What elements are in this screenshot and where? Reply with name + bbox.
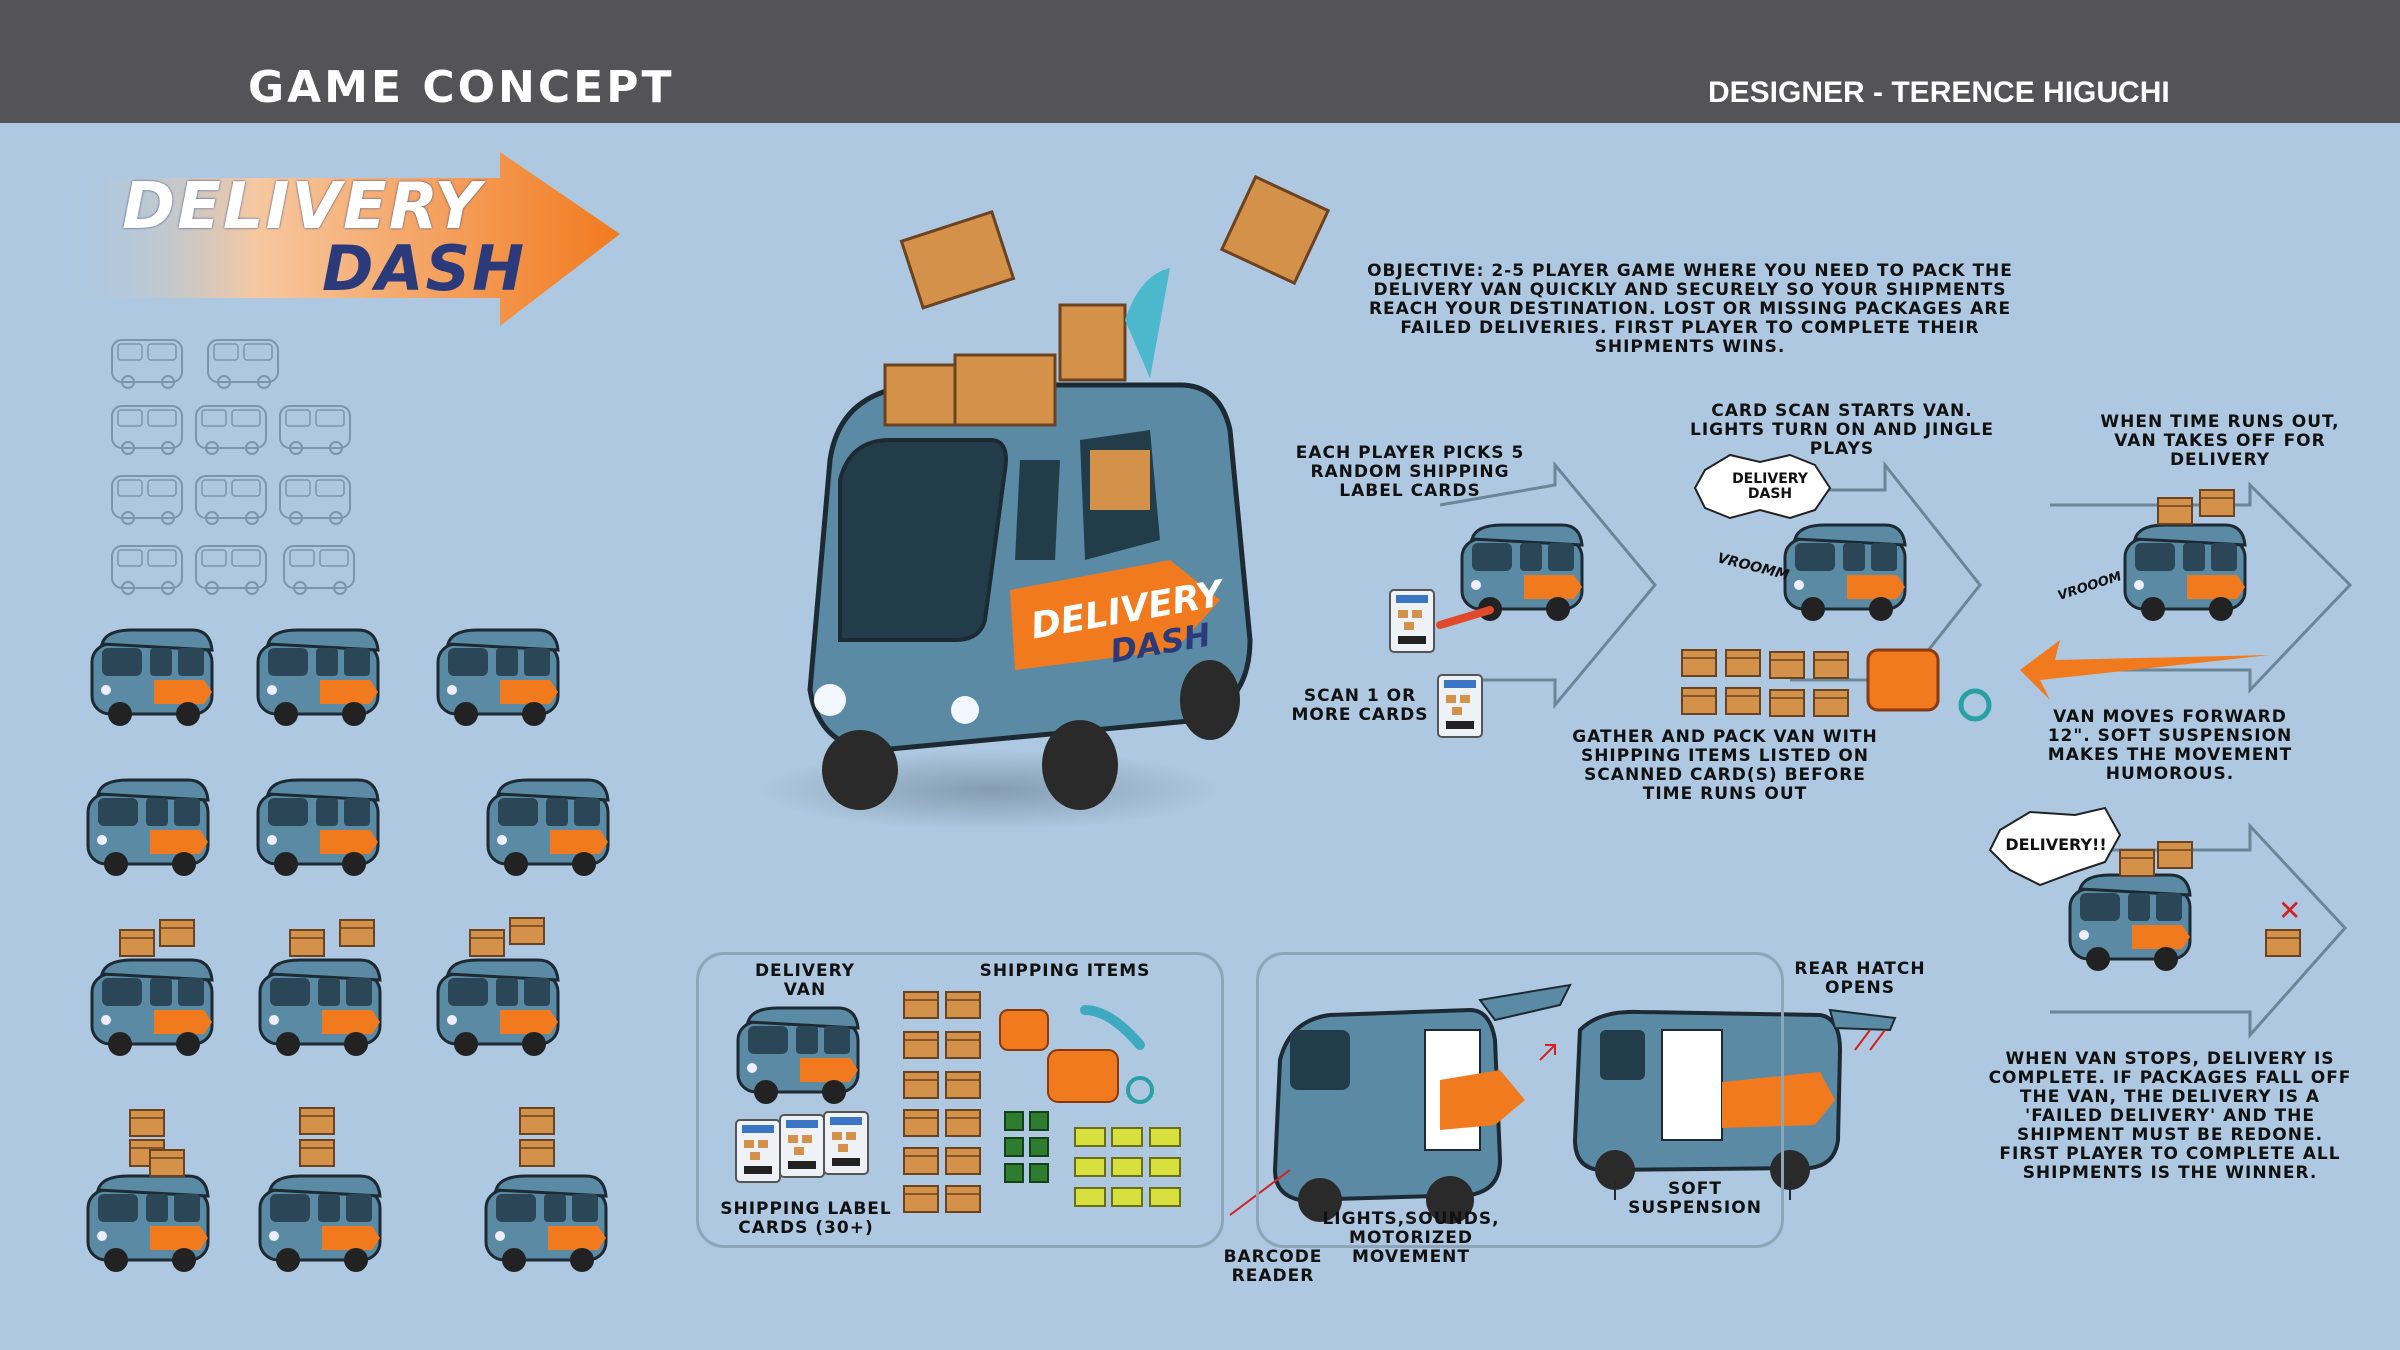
components-panel-art xyxy=(735,991,1181,1213)
header-bar: GAME CONCEPT DESIGNER - TERENCE HIGUCHI xyxy=(0,0,2400,123)
pick-cards-note: EACH PLAYER PICKS 5 RANDOM SHIPPING LABE… xyxy=(1295,443,1525,502)
rear-hatch-label: REAR HATCH OPENS xyxy=(1794,959,1926,999)
features-panel-art xyxy=(1229,983,1897,1224)
van-variant-grid xyxy=(86,628,610,1274)
van-stops-note: WHEN VAN STOPS, DELIVERY IS COMPLETE. IF… xyxy=(1988,1049,2352,1184)
delivery-bubble-text: DELIVERY!! xyxy=(2005,835,2107,854)
hero-delivery-van xyxy=(760,174,1331,830)
barcode-reader-label: BARCODE READER xyxy=(1223,1247,1323,1287)
sketch-van-thumbnails xyxy=(111,339,355,595)
shipping-items-label: SHIPPING ITEMS xyxy=(979,961,1151,981)
designer-credit: DESIGNER - TERENCE HIGUCHI xyxy=(1708,76,2170,109)
scan-cards xyxy=(1389,589,1494,738)
components-panel xyxy=(696,952,1224,1248)
features-panel xyxy=(1256,952,1784,1248)
jingle-speech-bubble xyxy=(1693,453,1832,520)
logo-line-1: DELIVERY xyxy=(122,170,483,244)
lights-sounds-label: LIGHTS,SOUNDS, MOTORIZED MOVEMENT xyxy=(1322,1209,1500,1268)
time-runs-out-note: WHEN TIME RUNS OUT, VAN TAKES OFF FOR DE… xyxy=(2100,412,2340,471)
delivery-van-label: DELIVERY VAN xyxy=(754,961,856,1001)
jingle-bubble-text: DELIVERY DASH xyxy=(1732,471,1808,503)
page-title: GAME CONCEPT xyxy=(248,62,675,113)
objective-text: OBJECTIVE: 2-5 PLAYER GAME WHERE YOU NEE… xyxy=(1367,261,2013,358)
scan-cards-note: SCAN 1 OR MORE CARDS xyxy=(1291,686,1429,726)
card-scan-note: CARD SCAN STARTS VAN. LIGHTS TURN ON AND… xyxy=(1689,401,1995,460)
flow-arrows xyxy=(1439,460,2353,1039)
step-van-icons xyxy=(1460,489,2301,973)
gather-pack-note: GATHER AND PACK VAN WITH SHIPPING ITEMS … xyxy=(1572,727,1878,805)
van-moves-note: VAN MOVES FORWARD 12". SOFT SUSPENSION M… xyxy=(2047,707,2293,785)
gather-items xyxy=(1681,648,1992,722)
shipping-label-cards-label: SHIPPING LABEL CARDS (30+) xyxy=(720,1199,892,1239)
failed-x-icon: ✕ xyxy=(2278,894,2301,927)
soft-suspension-label: SOFT SUSPENSION xyxy=(1628,1179,1762,1219)
delivery-speech-bubble xyxy=(1988,806,2122,887)
delivery-dash-logo xyxy=(60,152,620,326)
logo-line-2: DASH xyxy=(322,232,526,305)
